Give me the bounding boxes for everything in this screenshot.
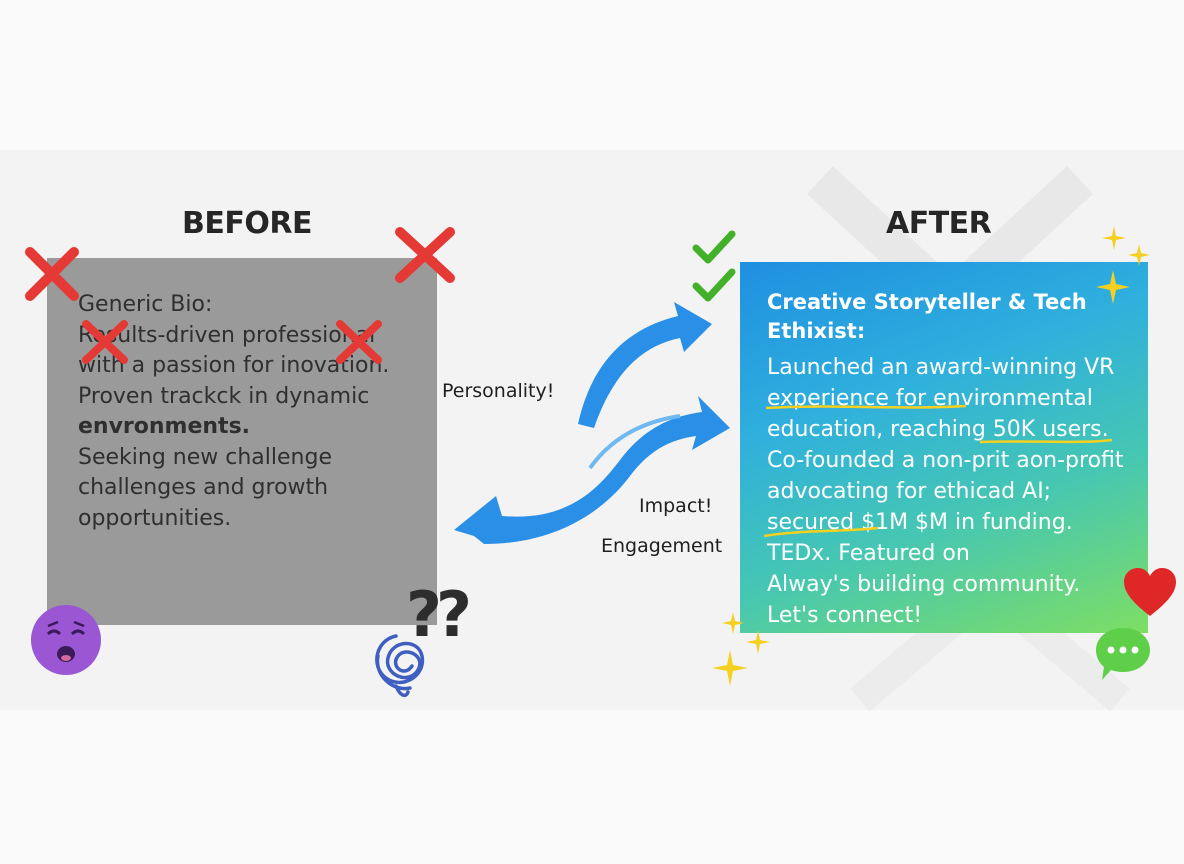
scribble-icon (375, 634, 425, 698)
generic-bio-card: Generic Bio: Results-driven professional… (47, 258, 437, 625)
highlight-underline (763, 404, 1113, 538)
bio-line: Generic Bio: (78, 292, 213, 317)
heart-icon (1124, 568, 1176, 616)
bio-line: Let's connect! (767, 603, 923, 628)
bio-line: Proven trackck in dynamic (78, 383, 370, 409)
before-title: BEFORE (182, 206, 312, 241)
cross-icon (25, 247, 79, 301)
bio-line: opportunities. (78, 505, 232, 531)
bio-line: envronments. (78, 414, 251, 439)
sparkle-icon (1096, 270, 1130, 304)
bio-line: TEDx. Featured on (767, 541, 970, 566)
bio-line: challenges and growth (78, 475, 329, 500)
bio-line: Launched an award-winning VR (767, 355, 1115, 380)
impact-callout: Impact! (639, 495, 713, 517)
curved-arrow-icon (454, 302, 730, 544)
generic-bio-text: Generic Bio: Results-driven professional… (78, 290, 389, 534)
question-marks: ?? (406, 578, 472, 651)
sparkle-icon (1128, 244, 1150, 266)
bio-line: Results-driven professional (78, 322, 376, 348)
personality-callout: Personality! (442, 380, 555, 402)
bio-line: education, reaching 50K users. (767, 417, 1109, 442)
cross-icon (395, 227, 455, 283)
check-icon (692, 268, 736, 302)
engagement-callout: Engagement (601, 535, 723, 557)
creative-bio-text: Launched an award-winning VR experience … (767, 352, 1124, 631)
sparkle-icon (712, 650, 748, 686)
bio-line: advocating for ethicad AI; (767, 479, 1052, 504)
bio-line: Co-founded a non-prit aon-profit (767, 448, 1124, 473)
sparkle-icon (1102, 226, 1126, 250)
cross-icon (82, 320, 128, 364)
bio-line: Alway's building community. (767, 572, 1081, 597)
sparkle-icon (746, 630, 770, 654)
sad-face-icon (31, 605, 101, 675)
check-icon (692, 230, 736, 264)
bio-line: Seeking new challenge (78, 444, 332, 470)
cross-icon (336, 320, 382, 364)
sparkle-icon (722, 612, 744, 634)
creative-bio-card: Creative Storyteller & Tech Ethixist: La… (740, 262, 1148, 633)
bio-heading: Creative Storyteller & Tech Ethixist: (767, 290, 1087, 343)
chat-bubble-icon (1096, 628, 1150, 680)
after-title: AFTER (886, 206, 992, 241)
